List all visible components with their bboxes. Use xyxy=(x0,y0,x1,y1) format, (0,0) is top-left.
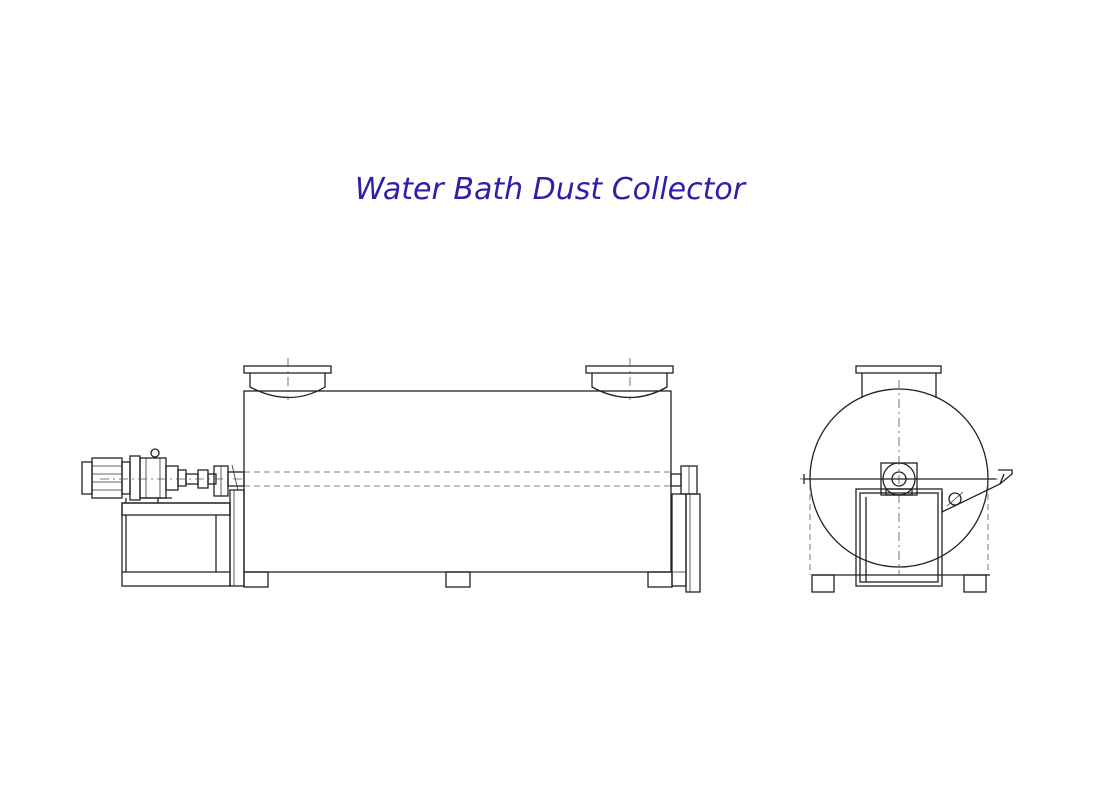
outlet-nozzle-right xyxy=(585,358,674,400)
tank-body xyxy=(243,390,672,573)
tank-feet xyxy=(243,571,673,588)
diagram-title: Water Bath Dust Collector xyxy=(354,172,746,207)
end-view xyxy=(800,365,1013,593)
shaft-hub xyxy=(880,462,918,496)
end-view-feet xyxy=(811,574,987,593)
inlet-nozzle-left xyxy=(243,358,332,400)
drive-coupling xyxy=(100,464,245,497)
motor-frame xyxy=(121,489,245,587)
right-bearing-support xyxy=(670,465,701,593)
gear-reducer xyxy=(139,448,187,499)
electric-motor xyxy=(81,455,159,503)
side-view xyxy=(81,358,701,593)
discharge-flap xyxy=(941,469,1013,514)
water-tray xyxy=(855,488,943,587)
top-duct xyxy=(855,365,942,398)
drum-circle xyxy=(800,380,998,575)
casing-sides xyxy=(803,474,996,576)
